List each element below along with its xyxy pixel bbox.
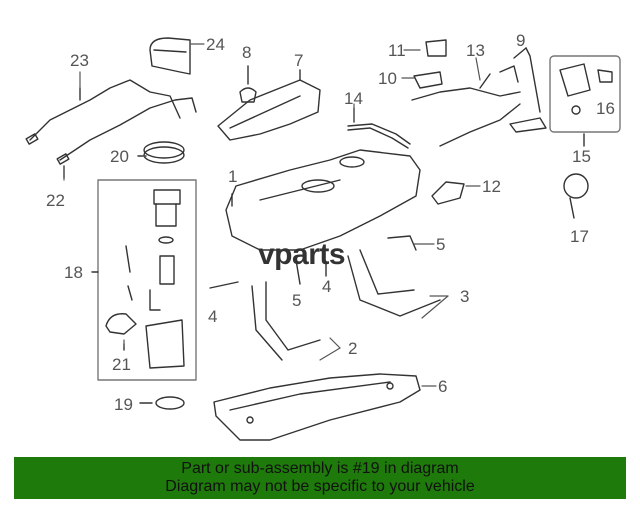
callout-22: 22 — [46, 191, 65, 210]
part-20-lock-ring — [137, 141, 185, 164]
callout-9: 9 — [516, 31, 526, 50]
callout-15: 15 — [572, 147, 591, 166]
callout-12: 12 — [482, 177, 501, 196]
callout-16: 16 — [596, 99, 615, 118]
banner-line-2: Diagram may not be specific to your vehi… — [165, 478, 475, 495]
callout-4a: 4 — [208, 307, 218, 326]
part-9-13-filler-pipe — [411, 39, 547, 147]
part-19-gasket — [155, 396, 185, 410]
callout-1: 1 — [228, 167, 238, 186]
part-6-skid-plate — [213, 373, 421, 441]
part-14-hose — [347, 107, 411, 149]
part-12-bracket — [431, 181, 465, 205]
callout-2: 2 — [348, 339, 358, 358]
watermark-text: vparts — [258, 238, 346, 271]
banner-line-1: Part or sub-assembly is #19 in diagram — [181, 460, 459, 477]
callout-24: 24 — [206, 35, 225, 54]
callout-23: 23 — [70, 51, 89, 70]
callout-5a: 5 — [292, 291, 302, 310]
callout-3: 3 — [460, 287, 470, 306]
part-7-heat-shield — [217, 69, 321, 141]
part-24-cover — [149, 37, 191, 75]
callout-17: 17 — [570, 227, 589, 246]
callout-19: 19 — [114, 395, 133, 414]
callout-6: 6 — [438, 377, 448, 396]
callout-5b: 5 — [436, 235, 446, 254]
part-8-clip — [239, 65, 257, 103]
callout-18: 18 — [64, 263, 83, 282]
info-banner: Part or sub-assembly is #19 in diagram D… — [14, 457, 626, 499]
callout-14: 14 — [344, 89, 363, 108]
part-18-pump-assembly — [91, 179, 197, 381]
part-1-fuel-tank — [225, 149, 421, 251]
watermark-logo: vparts — [258, 238, 346, 271]
callout-13: 13 — [466, 41, 485, 60]
callout-10: 10 — [378, 69, 397, 88]
callout-20: 20 — [110, 147, 129, 166]
part-22-23-sensor-harness — [25, 79, 197, 179]
callout-11: 11 — [388, 41, 406, 60]
part-17-fuel-cap — [563, 173, 589, 219]
part-2-5-straps — [209, 235, 441, 361]
callout-21: 21 — [112, 355, 131, 374]
callout-4b: 4 — [322, 277, 332, 296]
callout-leaders — [63, 43, 481, 387]
callout-8: 8 — [242, 43, 252, 62]
callout-7: 7 — [294, 51, 304, 70]
part-15-fuel-door — [549, 55, 621, 147]
